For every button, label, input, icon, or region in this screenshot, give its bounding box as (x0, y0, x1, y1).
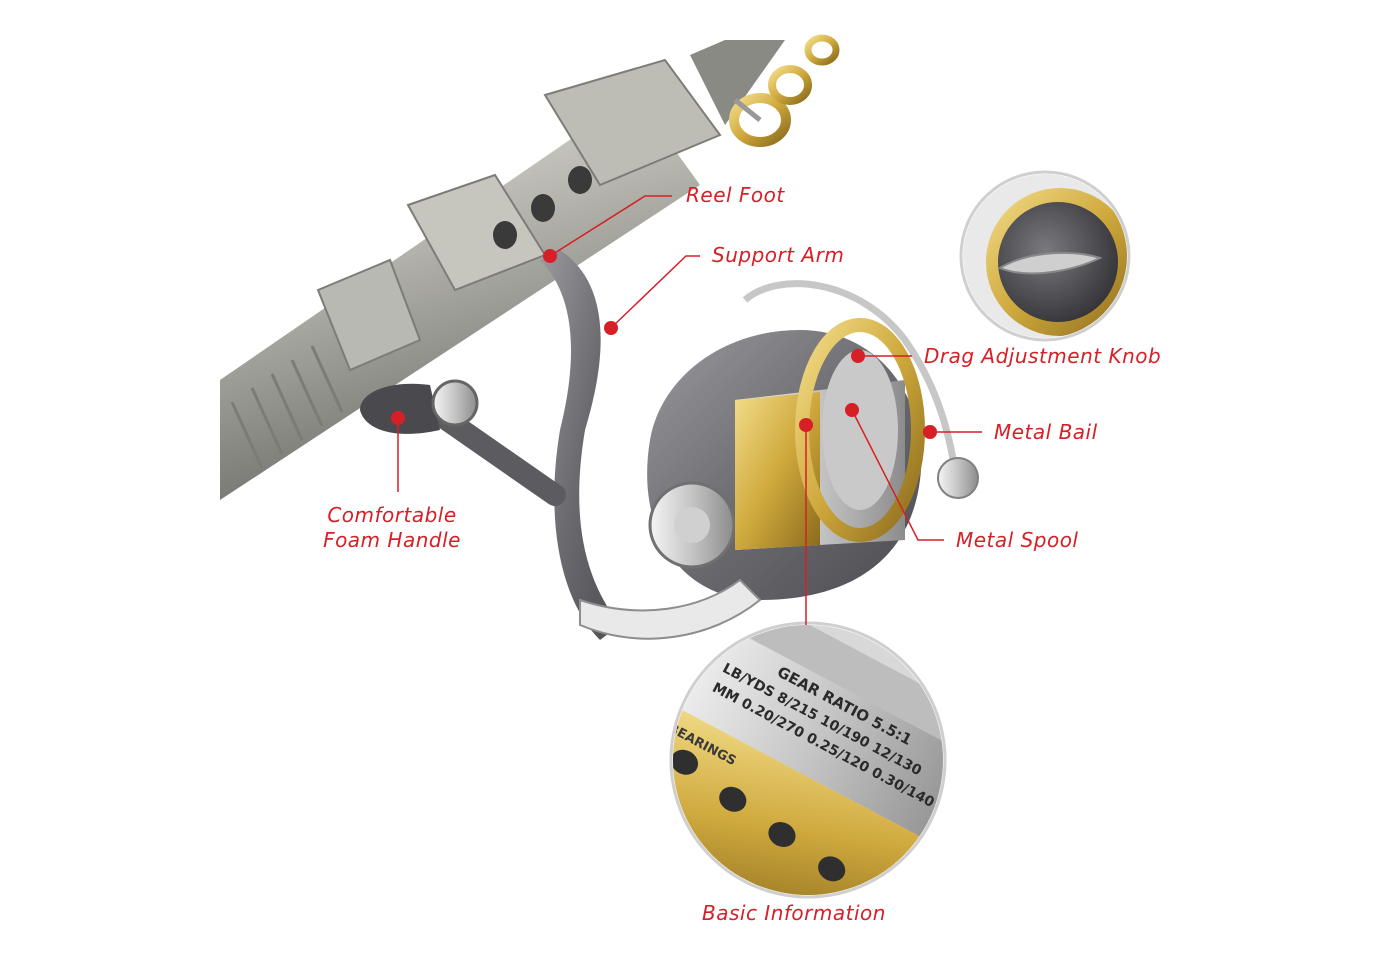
spinning-reel (360, 250, 979, 640)
reel-support-arm (540, 250, 620, 640)
reel-foam-handle-knob (360, 383, 440, 434)
dot-metal-bail (923, 425, 937, 439)
label-metal-bail: Metal Bail (994, 420, 1098, 444)
reel-spool-face (822, 350, 898, 510)
reel-handle-crank (429, 404, 566, 506)
rod-line-guides (729, 34, 840, 147)
rod-tip-section (690, 40, 785, 125)
reel-bail-roller (937, 457, 979, 499)
inset-drag-knob (959, 170, 1131, 342)
dot-foam-handle (391, 411, 405, 425)
leader-metal-spool (851, 409, 944, 541)
reel-rotor-nut-center (674, 507, 710, 543)
leader-support-arm (610, 255, 700, 329)
label-basic-information: Basic Information (702, 901, 886, 925)
label-foam-handle-line2: Foam Handle (323, 528, 461, 552)
dot-support-arm (604, 321, 618, 335)
leader-reel-foot (549, 195, 672, 257)
rod-threads (230, 345, 344, 469)
rod-vent-holes (493, 166, 592, 249)
rod-collar (543, 58, 722, 187)
callout-leader-lines (397, 195, 982, 625)
label-foam-handle: Comfortable Foam Handle (302, 503, 482, 553)
dot-basic-info (799, 418, 813, 432)
dot-drag-knob (851, 349, 865, 363)
label-support-arm: Support Arm (712, 243, 845, 267)
rod-lock-ring (316, 258, 422, 372)
reel-handle-cap (431, 379, 479, 427)
inset-drag-knob-grip (997, 251, 1103, 275)
reel-rotor-guard (579, 578, 762, 640)
telescopic-rod (220, 34, 840, 500)
label-foam-handle-line1: Comfortable (327, 503, 457, 527)
callout-dots (391, 249, 937, 439)
inset-spool-holes (673, 749, 846, 882)
label-reel-foot: Reel Foot (686, 183, 785, 207)
dot-reel-foot (543, 249, 557, 263)
label-drag-adjustment-knob: Drag Adjustment Knob (924, 344, 1162, 368)
label-metal-spool: Metal Spool (956, 528, 1079, 552)
dot-metal-spool (845, 403, 859, 417)
rod-main-section (220, 95, 700, 500)
